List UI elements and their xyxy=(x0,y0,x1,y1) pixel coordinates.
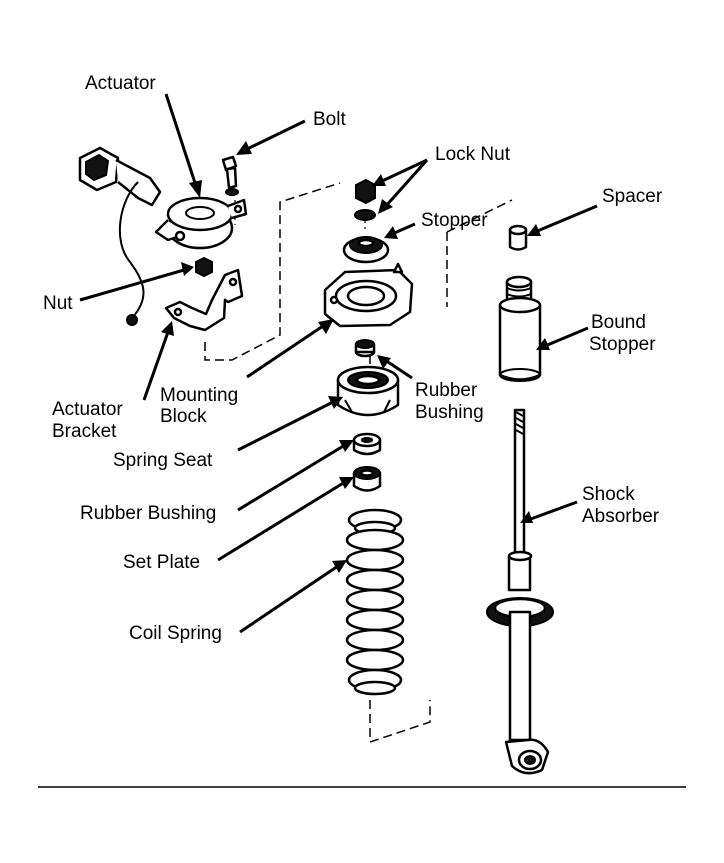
label-shock-absorber-line2: Absorber xyxy=(582,506,660,527)
rubber-bushing-upper-part xyxy=(354,339,376,358)
bound-stopper-part xyxy=(498,275,542,382)
set-plate-part xyxy=(352,466,382,492)
coil-spring-part xyxy=(345,508,405,696)
label-stopper: Stopper xyxy=(421,210,488,231)
label-mounting-block-line1: Mounting xyxy=(160,385,238,406)
mounting-block-part xyxy=(323,262,414,328)
label-spring-seat: Spring Seat xyxy=(113,450,213,471)
spacer-part xyxy=(508,224,528,251)
actuator-part xyxy=(78,146,248,326)
label-nut: Nut xyxy=(43,293,73,314)
stopper-part xyxy=(342,236,390,264)
bolt-part xyxy=(221,155,239,196)
label-lock-nut: Lock Nut xyxy=(435,144,511,165)
label-mounting-block-line2: Block xyxy=(160,406,207,427)
label-coil-spring: Coil Spring xyxy=(129,623,222,644)
label-actuator: Actuator xyxy=(85,73,156,94)
label-actuator-bracket-line2: Bracket xyxy=(52,421,117,442)
nut-part xyxy=(195,256,213,278)
leader-lines xyxy=(79,93,598,634)
actuator-bracket-part xyxy=(164,268,244,332)
label-bound-stopper-line2: Stopper xyxy=(589,334,656,355)
label-shock-absorber-line1: Shock xyxy=(582,484,635,505)
label-rubber-bushing-upper-line1: Rubber xyxy=(415,380,478,401)
label-set-plate: Set Plate xyxy=(123,552,200,573)
rubber-bushing-lower-part xyxy=(352,432,382,456)
label-bolt: Bolt xyxy=(313,109,346,130)
label-rubber-bushing-upper-line2: Bushing xyxy=(415,402,484,423)
spring-seat-part xyxy=(336,365,400,417)
shock-absorber-part xyxy=(486,408,554,775)
label-spacer: Spacer xyxy=(602,186,663,207)
lock-nut-part xyxy=(354,178,376,221)
label-bound-stopper-line1: Bound xyxy=(591,312,646,333)
label-rubber-bushing: Rubber Bushing xyxy=(80,503,216,524)
labels: Actuator Bolt Lock Nut Spacer Stopper Nu… xyxy=(43,73,663,644)
label-actuator-bracket-line1: Actuator xyxy=(52,399,123,420)
